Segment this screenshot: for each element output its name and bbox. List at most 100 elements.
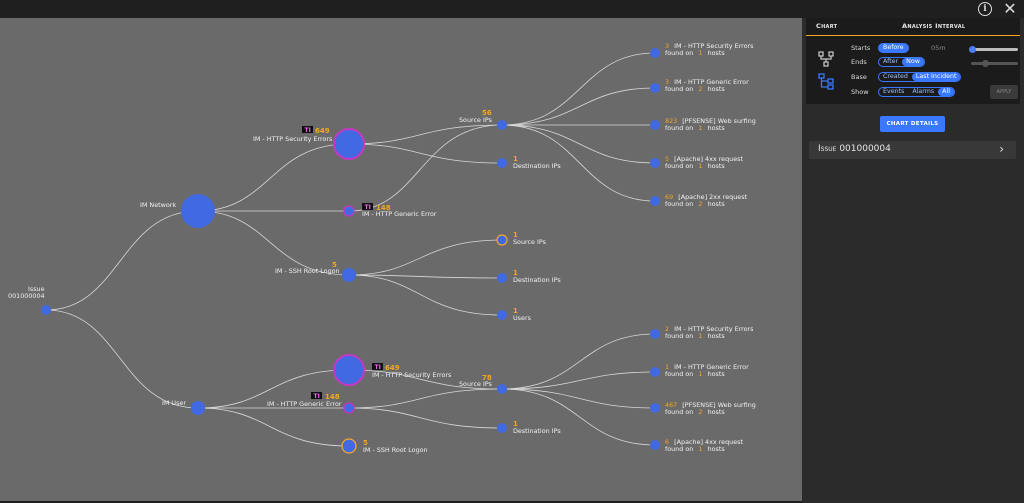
ti-badge — [362, 203, 373, 210]
node-net-leaf-3[interactable] — [650, 120, 660, 130]
node-ssh-source-ips[interactable] — [496, 234, 508, 246]
node-net-leaf-5[interactable] — [650, 196, 660, 206]
tree-graph: Issue 001000004 IM Network IM User TI 64… — [8, 33, 756, 455]
user-http-sec-label: IM - HTTP Security Errors — [372, 371, 452, 379]
svg-text:3 IM - HTTP Security Errors: 3 IM - HTTP Security Errors — [665, 33, 754, 52]
user-leaf-labels: 2 IM - HTTP Security Errors found on 1 h… — [665, 316, 756, 455]
ends-after-option[interactable]: After — [883, 58, 899, 65]
node-user-leaf-3[interactable] — [650, 403, 660, 413]
svg-text:found on 1 hosts: found on 1 hosts — [665, 153, 725, 172]
info-icon[interactable]: i — [978, 2, 992, 16]
svg-text:6 [Apache] 4xx request: 6 [Apache] 4xx request — [665, 429, 743, 448]
node-ssh-users[interactable] — [497, 310, 507, 320]
ti-badge — [311, 392, 322, 399]
ends-slider[interactable] — [971, 62, 1018, 65]
base-created-option[interactable]: Created — [883, 73, 908, 80]
starts-before-button[interactable]: Before — [878, 43, 909, 53]
show-events-option[interactable]: Events — [883, 88, 905, 95]
edges — [45, 52, 656, 447]
node-net-ssh-root-logon[interactable] — [342, 268, 356, 282]
user-src-ips-count: 78 — [482, 374, 492, 382]
user-dst-ips-label: Destination IPs — [513, 427, 561, 435]
node-user-destination-ips[interactable] — [497, 423, 507, 433]
base-last-incident-option[interactable]: Last Incident — [911, 73, 961, 81]
net-ssh-count: 5 — [332, 261, 337, 269]
tree-view-icon[interactable] — [817, 50, 835, 68]
base-label: Base — [851, 73, 867, 81]
ssh-src-ips-count: 1 — [513, 231, 518, 239]
net-dst-ips-label: Destination IPs — [513, 162, 561, 170]
tree-graph-canvas[interactable]: Issue 001000004 IM Network IM User TI 64… — [0, 18, 802, 501]
node-user-http-generic-error[interactable] — [343, 402, 355, 414]
panel-header: Chart Analysis Interval Starts Before 05… — [806, 18, 1020, 104]
chevron-right-icon[interactable]: › — [999, 142, 1004, 156]
svg-text:69 [Apache] 2xx request: 69 [Apache] 2xx request — [665, 184, 748, 203]
node-user-ssh-root-logon[interactable] — [341, 438, 357, 454]
node-net-leaf-2[interactable] — [650, 83, 660, 93]
node-ssh-destination-ips[interactable] — [497, 273, 507, 283]
show-all-option[interactable]: All — [938, 88, 954, 96]
close-icon[interactable]: ✕ — [1003, 0, 1017, 18]
node-net-source-ips[interactable] — [497, 120, 507, 130]
ti-badge-text: TI — [365, 204, 371, 211]
ssh-dst-ips-label: Destination IPs — [513, 276, 561, 284]
tab-chart[interactable]: Chart — [816, 22, 838, 30]
node-im-user[interactable] — [191, 401, 205, 415]
svg-text:found on 1 hosts: found on 1 hosts — [665, 361, 725, 380]
svg-text:found on 1 hosts: found on 1 hosts — [665, 40, 725, 59]
ssh-users-label: Users — [513, 314, 532, 322]
issue-label: Issue 001000004 — [818, 144, 891, 154]
node-net-http-generic-error[interactable] — [343, 205, 355, 217]
issue-row[interactable]: Issue 001000004 › — [809, 141, 1016, 159]
node-user-leaf-1[interactable] — [650, 329, 660, 339]
tab-analysis-interval[interactable]: Analysis Interval — [902, 22, 966, 30]
apply-button[interactable]: APPLY — [990, 85, 1018, 99]
svg-text:1 IM - HTTP Generic Error: 1 IM - HTTP Generic Error — [665, 354, 749, 373]
node-user-leaf-4[interactable] — [650, 440, 660, 450]
svg-text:found on 2 hosts: found on 2 hosts — [665, 191, 725, 210]
user-src-ips-label: Source IPs — [459, 380, 493, 388]
net-http-gen-label: IM - HTTP Generic Error — [362, 210, 437, 218]
chart-details-button[interactable]: CHART DETAILS — [880, 116, 945, 132]
svg-text:found on 2 hosts: found on 2 hosts — [665, 399, 725, 418]
node-im-network[interactable] — [181, 194, 215, 228]
ti-badge-text: TI — [314, 393, 320, 400]
svg-text:2 IM - HTTP Security Errors: 2 IM - HTTP Security Errors — [665, 316, 754, 335]
svg-text:found on 1 hosts: found on 1 hosts — [665, 323, 725, 342]
node-net-leaf-4[interactable] — [650, 158, 660, 168]
ssh-users-count: 1 — [513, 307, 518, 315]
svg-text:823 [PFSENSE] Web surfing: 823 [PFSENSE] Web surfing — [665, 108, 756, 127]
starts-slider[interactable] — [971, 48, 1018, 51]
node-net-http-security-errors[interactable] — [333, 128, 365, 160]
base-toggle[interactable]: Created Last Incident — [878, 72, 962, 82]
ti-badge — [372, 363, 383, 370]
net-src-ips-label: Source IPs — [459, 116, 493, 124]
user-http-gen-label: IM - HTTP Generic Error — [267, 400, 342, 408]
starts-slider-knob[interactable] — [969, 46, 976, 53]
show-toggle[interactable]: Events Alarms All — [878, 87, 955, 97]
ends-toggle[interactable]: After Now — [878, 57, 925, 67]
starts-value: 05m — [931, 44, 946, 52]
node-user-http-security-errors[interactable] — [333, 354, 365, 386]
user-ssh-count: 5 — [363, 439, 368, 447]
net-http-gen-count: 148 — [376, 204, 391, 212]
hierarchy-view-icon[interactable] — [817, 72, 835, 90]
ends-now-option[interactable]: Now — [902, 58, 924, 66]
node-net-destination-ips[interactable] — [497, 158, 507, 168]
svg-text:found on 1 hosts: found on 1 hosts — [665, 436, 725, 455]
root-label-line2: 001000004 — [8, 292, 45, 300]
ends-slider-knob[interactable] — [982, 60, 989, 67]
show-alarms-option[interactable]: Alarms — [912, 88, 935, 95]
net-dst-ips-count: 1 — [513, 155, 518, 163]
svg-text:found on 1 hosts: found on 1 hosts — [665, 115, 725, 134]
node-net-leaf-1[interactable] — [650, 48, 660, 58]
svg-text:467 [PFSENSE] Web surfing: 467 [PFSENSE] Web surfing — [665, 392, 756, 411]
node-issue-root[interactable] — [41, 305, 51, 315]
node-user-source-ips[interactable] — [497, 384, 507, 394]
root-label-line1: Issue — [28, 285, 45, 293]
net-leaf-labels: 3 IM - HTTP Security Errors found on 1 h… — [665, 33, 756, 210]
ti-badge-text: TI — [375, 364, 381, 371]
net-ssh-label: IM - SSH Root Logon — [275, 267, 340, 275]
node-user-leaf-2[interactable] — [650, 367, 660, 377]
user-http-gen-count: 148 — [325, 393, 340, 401]
